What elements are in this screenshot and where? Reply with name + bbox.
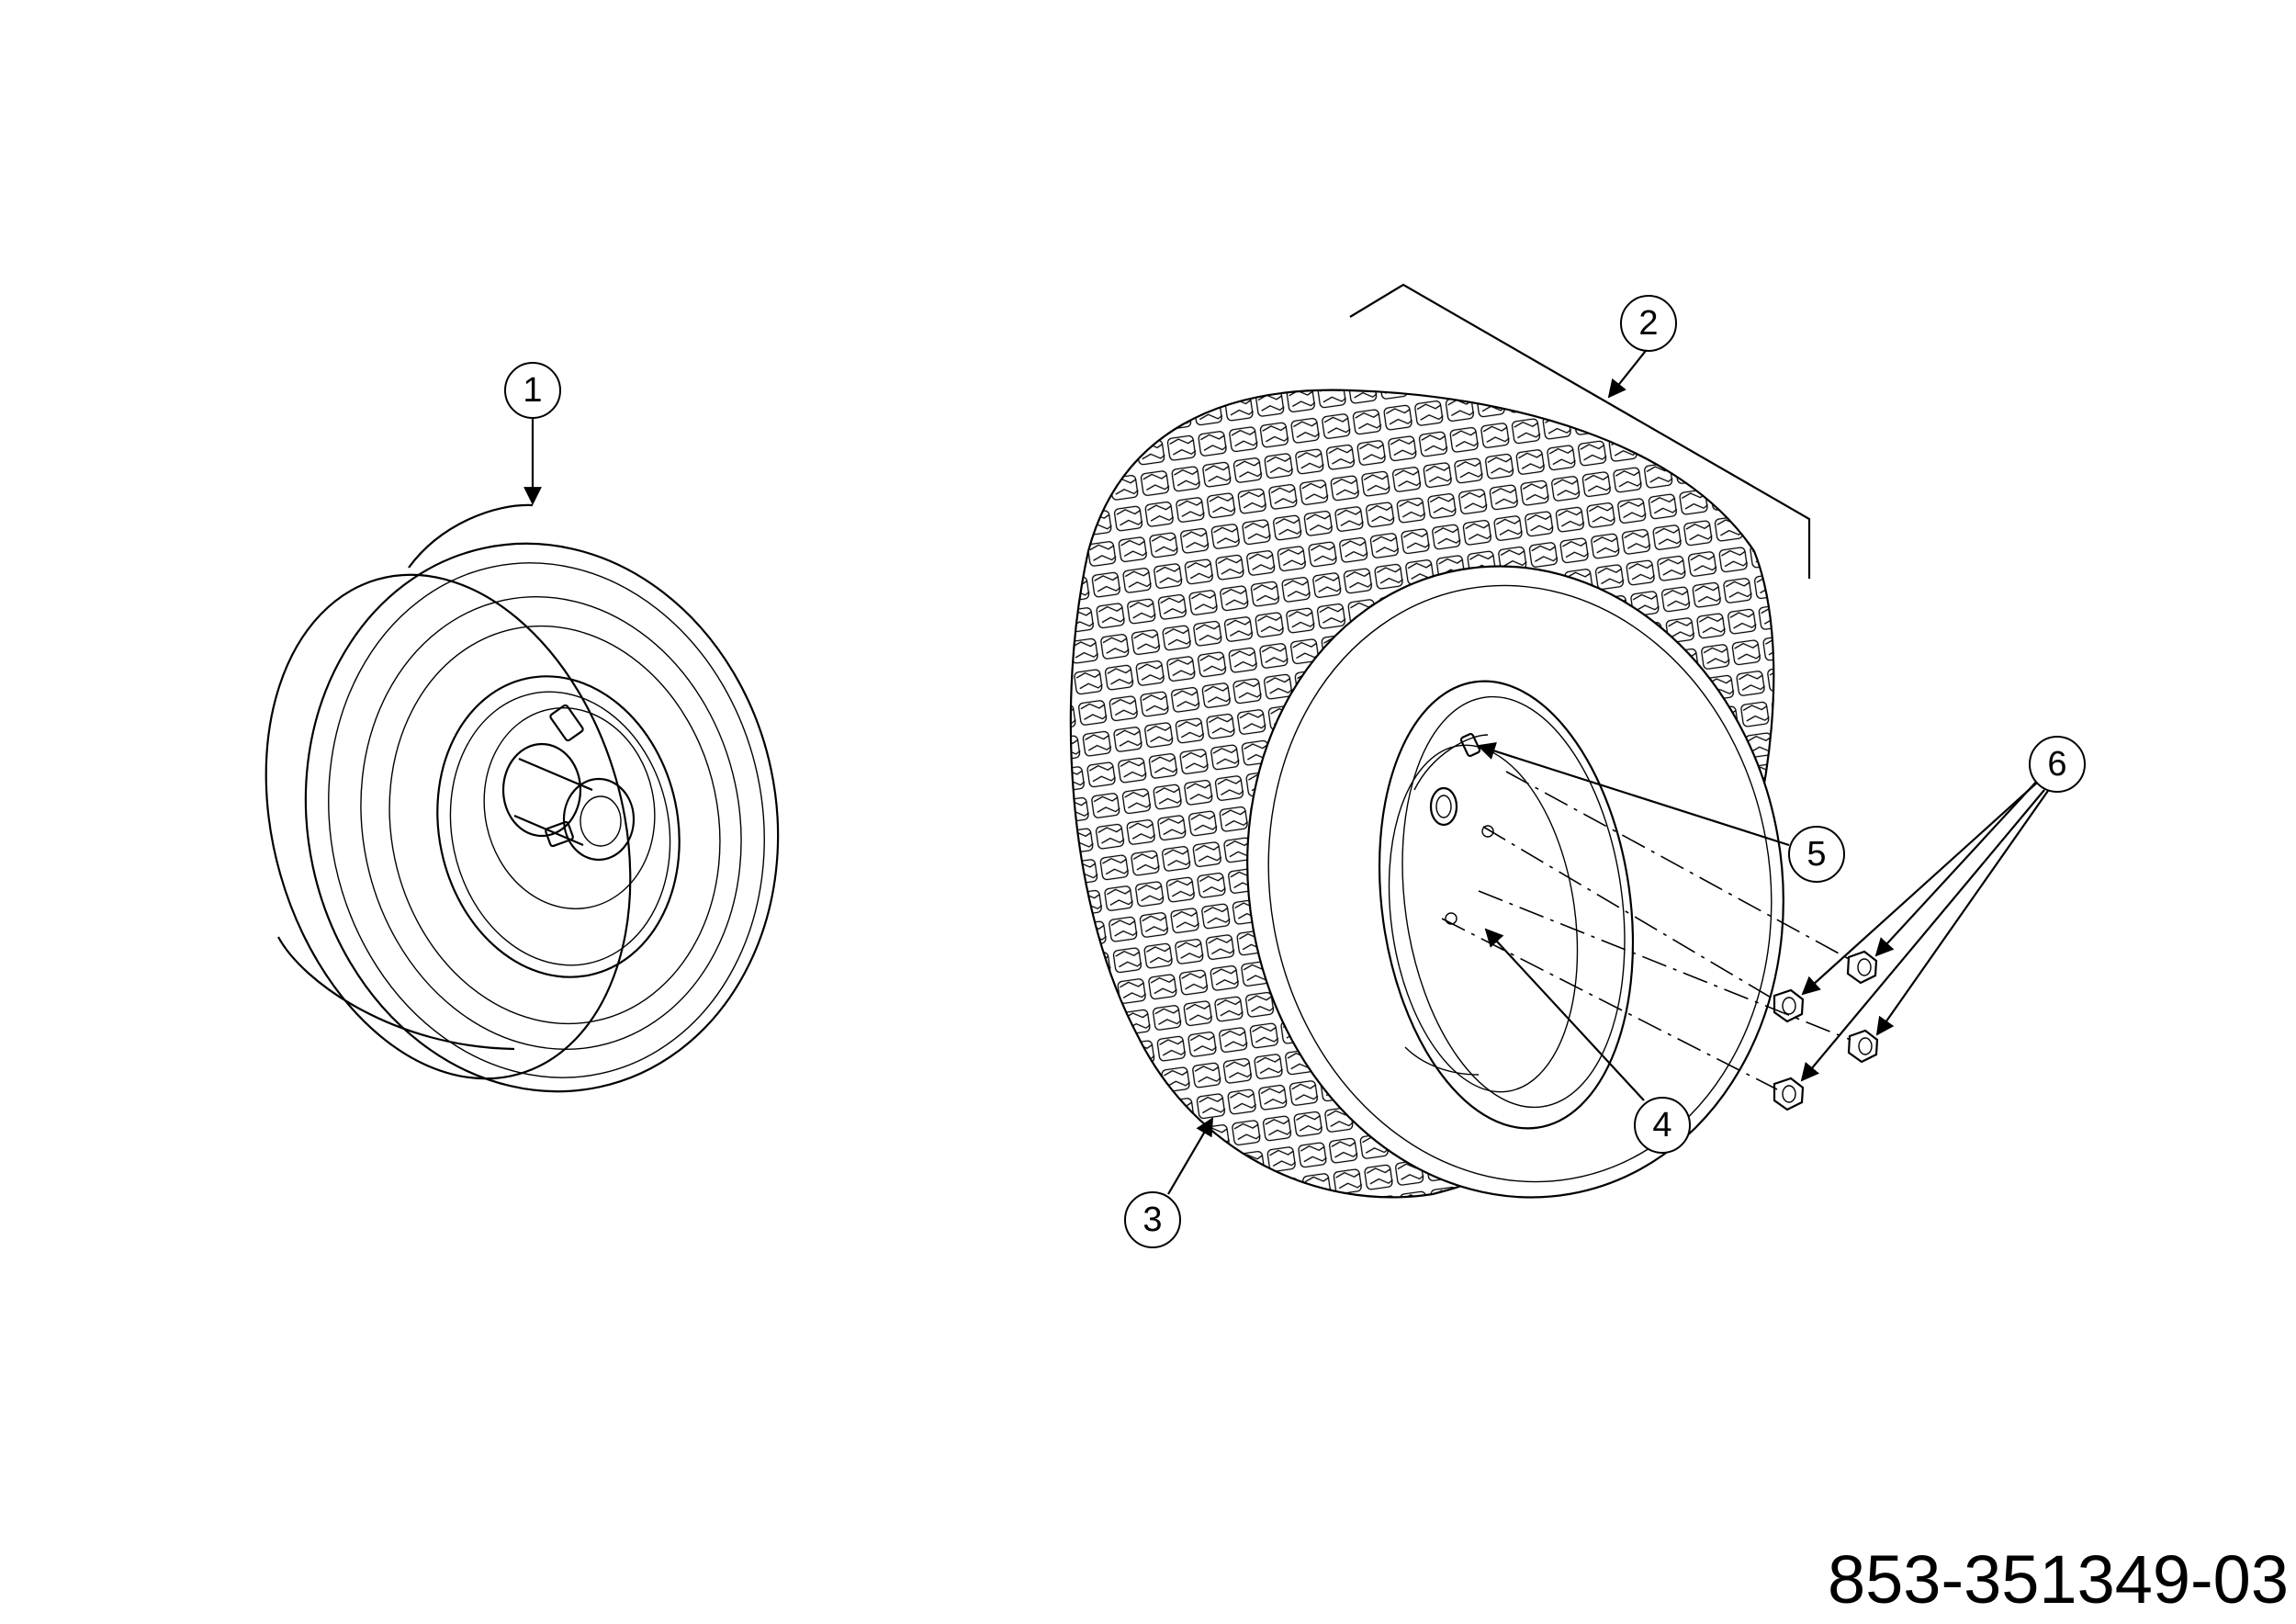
rim-1-outer <box>436 675 681 978</box>
rim-4-dish-lines <box>1404 734 1489 1076</box>
rim-4-outer <box>1378 680 1635 1130</box>
callout-2-label: 2 <box>1638 304 1658 343</box>
valve-stem-5 <box>1459 732 1481 758</box>
tire-1-back-rim <box>264 573 632 1080</box>
tire-1-sidewall-ring-a <box>328 562 765 1078</box>
tire-1-tread-band <box>277 503 534 1051</box>
wheel-assembly-2 <box>1069 389 1784 1199</box>
leader-6d <box>1800 789 2045 1082</box>
callout-1[interactable]: 1 <box>504 362 561 419</box>
leader-6b <box>1801 782 2038 996</box>
lug-hole-a <box>1481 825 1494 838</box>
callout-6-label: 6 <box>2047 745 2066 784</box>
callout-5-label: 5 <box>1806 835 1826 874</box>
alignment-centerlines <box>1441 771 1851 1090</box>
tire-3-sidewall-edge <box>1267 584 1773 1183</box>
lug-hole-b <box>1445 912 1458 925</box>
hub-1-zerk-top <box>549 704 584 742</box>
callout-1-label: 1 <box>523 371 542 410</box>
lug-nut-lower-left <box>1773 1077 1805 1111</box>
callout-2[interactable]: 2 <box>1620 295 1677 352</box>
lug-nut-upper-right <box>1846 950 1878 985</box>
callout-5[interactable]: 5 <box>1788 826 1845 883</box>
hub-1-zerk-bottom <box>545 820 574 848</box>
wheel-assembly-1 <box>264 503 780 1093</box>
leader-lines <box>523 346 2051 1195</box>
lug-nut-upper-left <box>1773 988 1805 1023</box>
callout-4[interactable]: 4 <box>1634 1097 1691 1154</box>
callout-3[interactable]: 3 <box>1124 1191 1181 1248</box>
leader-3 <box>1167 1117 1214 1195</box>
leader-4 <box>1484 928 1645 1101</box>
tire-3-sidewall <box>1246 565 1784 1199</box>
rim-4-inner <box>1388 744 1579 1093</box>
hub-1-bushing-front <box>562 777 636 862</box>
callout-3-label: 3 <box>1142 1201 1162 1239</box>
lug-nuts-6 <box>1773 950 1879 1111</box>
drawing-number: 853-351349-03 <box>1828 1541 2289 1618</box>
tire-1-sidewall-ring-c <box>388 625 721 1025</box>
leader-5 <box>1477 741 1790 847</box>
callout-6[interactable]: 6 <box>2029 736 2086 793</box>
leader-2 <box>1607 346 1649 399</box>
hub-2-bore-inner <box>1435 795 1452 818</box>
hub-2-bore <box>1429 786 1458 827</box>
rim-4-flange <box>1401 695 1626 1109</box>
tire-1-sidewall-ring-b <box>360 596 742 1050</box>
hub-1-bushing-bore <box>580 795 622 847</box>
rim-1-inner <box>449 691 671 966</box>
tire-1-front-sidewall <box>304 542 780 1093</box>
lug-nut-lower-right <box>1847 1029 1879 1064</box>
rim-1-dish <box>483 707 656 909</box>
leader-6a <box>1874 778 2040 957</box>
assembly-bracket-2 <box>1349 283 1811 579</box>
hub-1-back <box>501 742 582 838</box>
leader-6c <box>1875 787 2051 1036</box>
callout-4-label: 4 <box>1652 1106 1671 1145</box>
